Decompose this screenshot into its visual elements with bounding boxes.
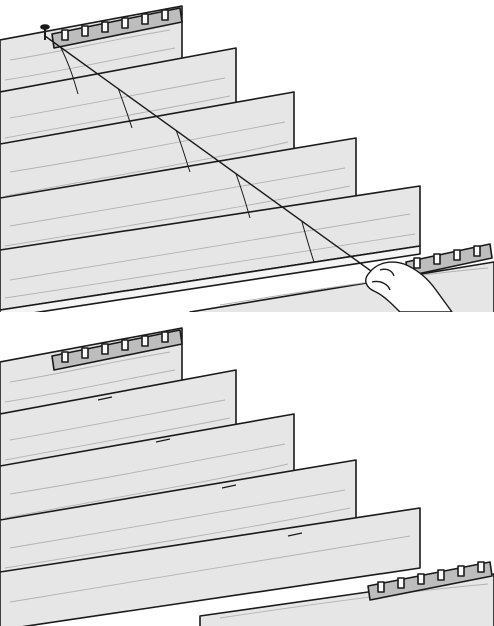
nail-icon	[40, 24, 50, 40]
metal-starter-clip-top	[51, 7, 183, 49]
wood-grain	[4, 351, 489, 619]
hand-holding-string	[365, 261, 453, 312]
panel-top-drawing	[0, 5, 494, 312]
metal-starter-clip-bottom	[367, 561, 493, 601]
panel-bottom-chalk-marks	[0, 316, 494, 626]
board-5	[0, 185, 421, 312]
metal-starter-clip-top	[51, 329, 183, 371]
panel-top-string-line	[0, 0, 494, 312]
chalk-line-marks	[97, 396, 303, 537]
wood-grain	[4, 29, 489, 306]
chalk-line-string	[44, 35, 379, 277]
string-contact-curves	[59, 45, 315, 263]
board-5	[0, 507, 421, 626]
panel-bottom-drawing	[0, 327, 494, 626]
